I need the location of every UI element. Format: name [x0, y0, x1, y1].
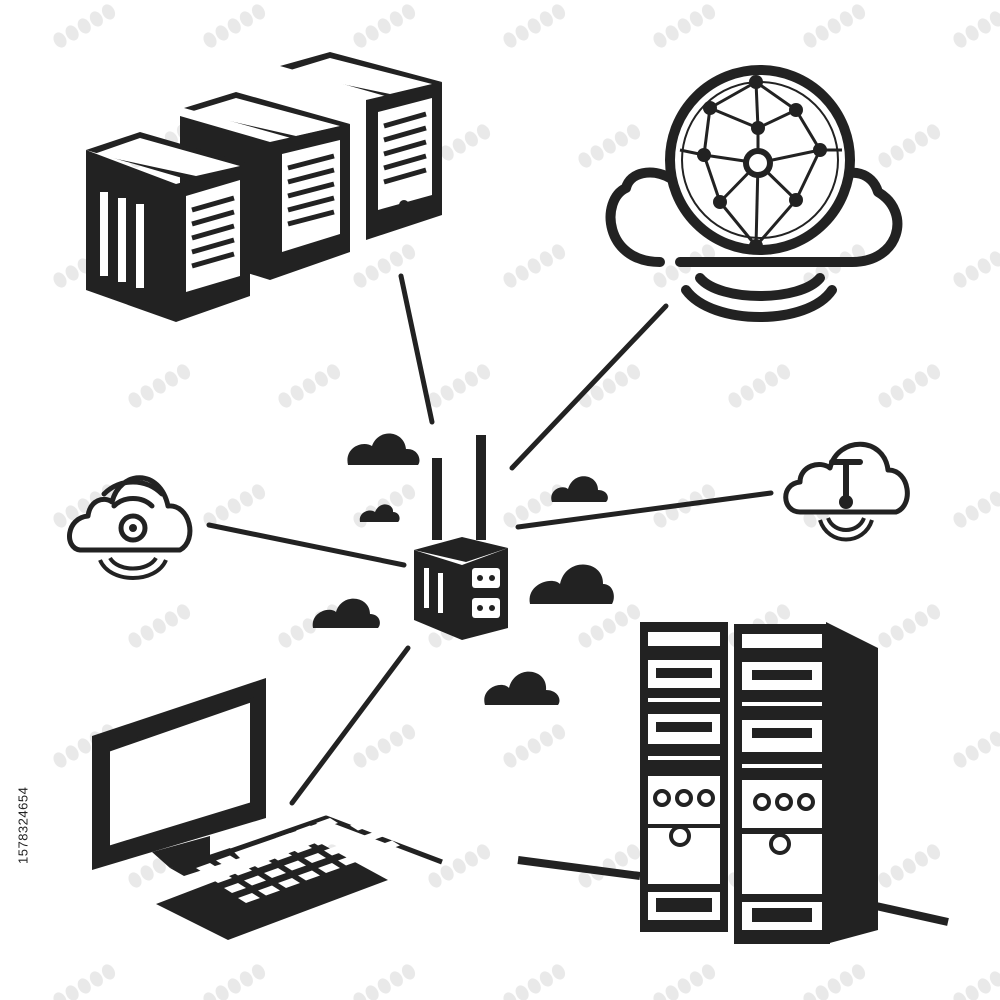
keyboard-key: [338, 855, 360, 866]
line-to-server-cluster: [398, 273, 435, 425]
keyboard-key: [358, 848, 380, 858]
cloud-download-icon: [783, 441, 910, 542]
keyboard-key: [230, 865, 252, 876]
line-to-desktop-computer: [289, 645, 411, 806]
keyboard-key: [264, 868, 286, 878]
watermark-tile: [878, 364, 941, 408]
watermark-tile: [653, 964, 716, 1000]
keyboard-key: [324, 845, 346, 856]
keyboard-key: [270, 850, 292, 861]
keyboard-key: [296, 825, 318, 836]
watermark-tile: [428, 844, 491, 888]
keyboard-key: [236, 848, 258, 858]
line-to-cloud-wifi: [206, 522, 407, 568]
watermark-tile: [503, 964, 566, 1000]
keyboard-key: [318, 863, 340, 873]
watermark-tile: [578, 604, 641, 648]
router-with-antennas-icon: [414, 435, 508, 640]
watermark-tile: [428, 364, 491, 408]
keyboard-key: [378, 840, 400, 851]
small-cloud-icon: [359, 504, 400, 522]
server-rack-icon: [517, 622, 949, 944]
keyboard-key: [344, 838, 366, 848]
server-cluster-icon: [86, 52, 442, 322]
keyboard-key: [316, 818, 338, 828]
small-cloud-icon: [484, 671, 560, 705]
keyboard-key: [244, 875, 266, 886]
watermark-tile: [353, 4, 416, 48]
keyboard-key: [196, 863, 218, 873]
connection-lines: [206, 273, 774, 806]
keyboard-key: [290, 843, 312, 853]
keyboard-key: [364, 830, 386, 841]
watermark-tile: [203, 964, 266, 1000]
watermark-tile: [353, 964, 416, 1000]
small-cloud-icon: [529, 564, 614, 604]
small-cloud-icon: [347, 433, 420, 465]
keyboard-key: [258, 885, 280, 896]
keyboard-key: [330, 828, 352, 838]
keyboard-key: [298, 870, 320, 881]
watermark-tile: [953, 971, 1000, 1000]
keyboard-key: [216, 855, 238, 866]
watermark-tile: [503, 724, 566, 768]
watermark-tile: [953, 11, 1000, 48]
watermark-tile: [128, 364, 191, 408]
watermark-tile: [653, 4, 716, 48]
watermark-tile: [878, 604, 941, 648]
watermark-tile: [53, 964, 116, 1000]
watermark-tile: [578, 124, 641, 168]
keyboard-key: [304, 853, 326, 863]
watermark-tile: [728, 364, 791, 408]
small-cloud-icon: [551, 476, 608, 502]
keyboard-keys: [196, 810, 400, 903]
keyboard-key: [224, 883, 246, 893]
watermark-tile: [503, 244, 566, 288]
stock-id-label: 1578324654: [15, 786, 31, 864]
watermark-tile: [503, 4, 566, 48]
keyboard-key: [238, 893, 260, 903]
keyboard-key: [210, 873, 232, 883]
watermark-tile: [878, 124, 941, 168]
keyboard-key: [336, 810, 358, 821]
watermark-tile: [278, 364, 341, 408]
decorative-clouds: [312, 433, 614, 705]
keyboard-key: [350, 820, 372, 831]
watermark-tile: [803, 4, 866, 48]
watermark-tile: [578, 364, 641, 408]
watermark-tile: [803, 964, 866, 1000]
small-cloud-icon: [312, 598, 380, 628]
watermark-tile: [128, 604, 191, 648]
watermark-tile: [953, 491, 1000, 528]
watermark-tile: [53, 4, 116, 48]
watermark-tile: [953, 251, 1000, 288]
line-to-cloud-globe: [509, 303, 669, 471]
keyboard-key: [284, 860, 306, 871]
keyboard-key: [250, 858, 272, 868]
watermark-tile: [878, 844, 941, 888]
keyboard-key: [278, 878, 300, 888]
cloud-wifi-icon: [67, 475, 193, 580]
watermark-tile: [353, 724, 416, 768]
watermark-tile: [953, 731, 1000, 768]
line-to-cloud-download: [515, 490, 774, 530]
watermark-tile: [203, 484, 266, 528]
watermark-tile: [353, 244, 416, 288]
cloud-globe-network-icon: [605, 65, 903, 322]
keyboard-key: [256, 840, 278, 851]
keyboard-key: [276, 833, 298, 843]
keyboard-key: [310, 835, 332, 846]
watermark-tile: [203, 4, 266, 48]
desktop-computer-icon: [92, 678, 443, 940]
